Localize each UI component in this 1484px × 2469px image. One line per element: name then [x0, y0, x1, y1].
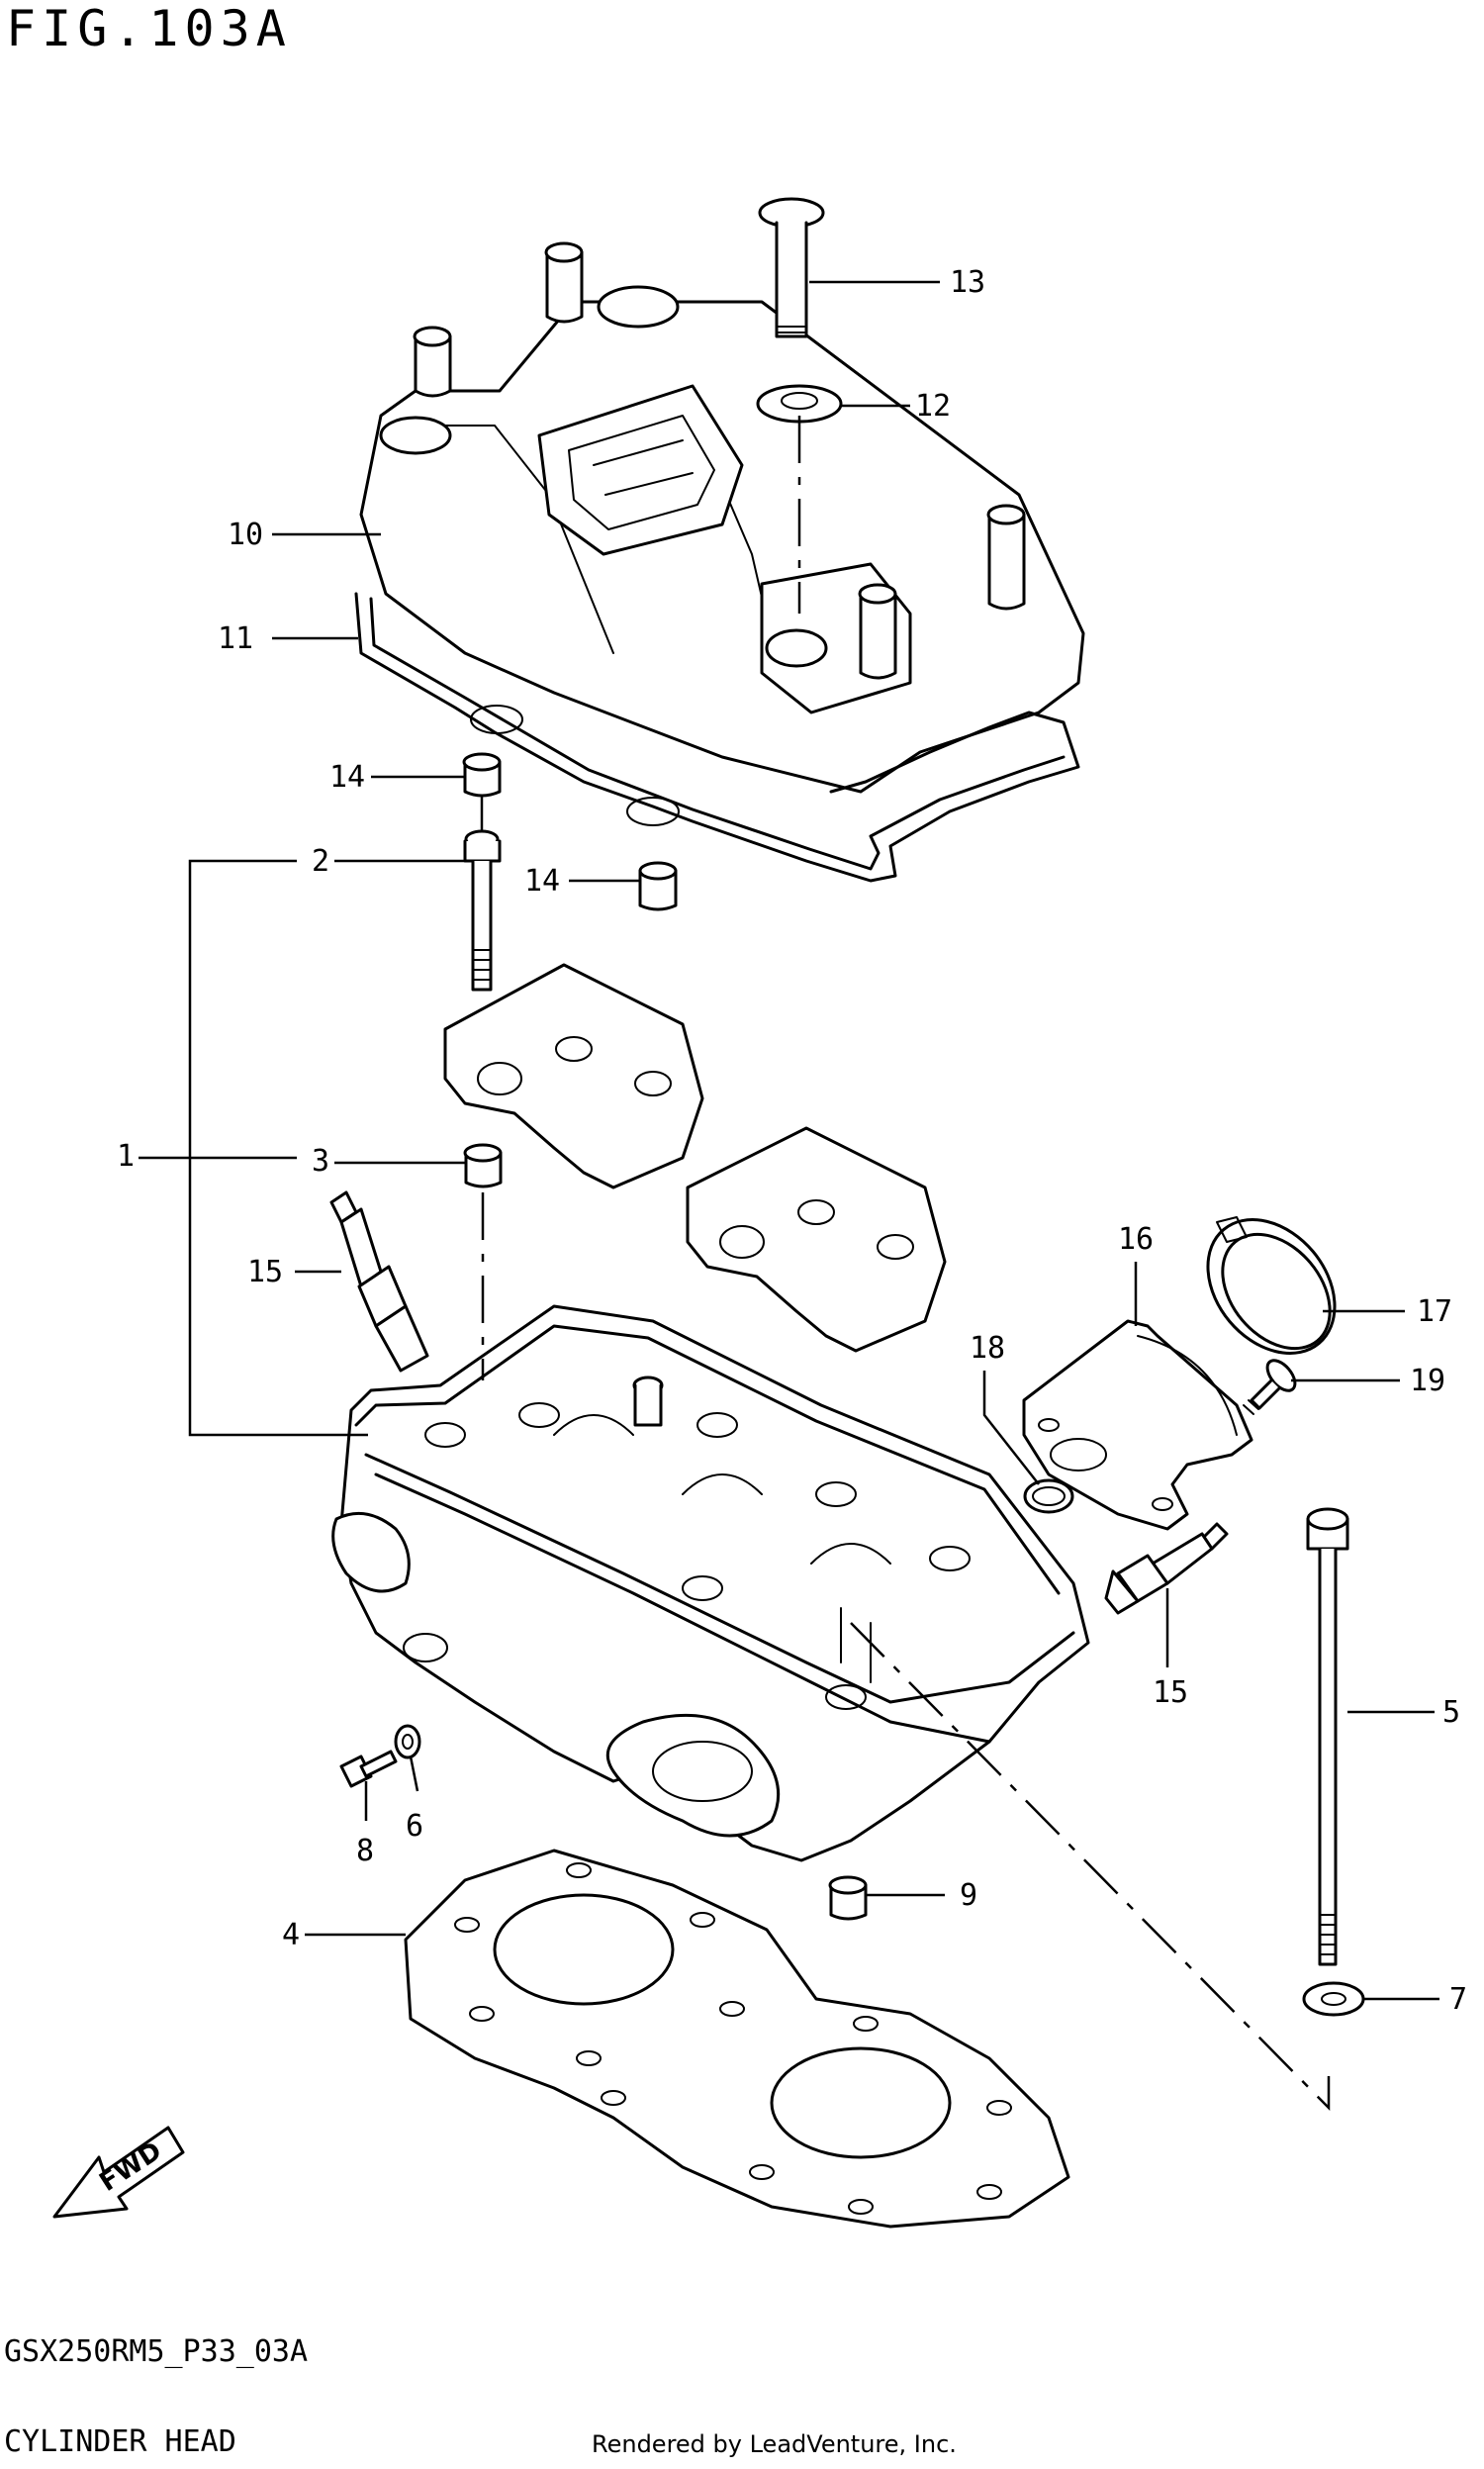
dowel-pin [463, 1143, 503, 1188]
small-bolt [339, 1750, 398, 1788]
cylinder-head [331, 1304, 1090, 1862]
washer [1302, 1981, 1365, 2017]
forward-direction-arrow: FWD [52, 2126, 185, 2219]
callout-2: 2 [312, 844, 329, 879]
hose-clamp [1206, 1216, 1337, 1355]
leader-lines [139, 280, 1439, 2112]
callout-7: 7 [1449, 1982, 1467, 2017]
long-bolt [1306, 1507, 1349, 1966]
callout-12: 12 [915, 389, 951, 424]
cover-bolt [758, 197, 825, 338]
washer [394, 1724, 421, 1759]
model-code: GSX250RM5_P33_03A [4, 2334, 309, 2369]
spark-plug [329, 1190, 429, 1373]
screw [1243, 1359, 1297, 1415]
callout-9: 9 [960, 1878, 977, 1913]
callout-5: 5 [1442, 1695, 1460, 1730]
callout-14-upper: 14 [329, 760, 365, 795]
callout-3: 3 [312, 1144, 329, 1179]
dowel-pin [638, 861, 678, 911]
callout-13: 13 [950, 265, 985, 300]
dowel-pin [828, 1875, 868, 1921]
section-name: CYLINDER HEAD [4, 2424, 236, 2459]
cylinder-head-gasket [404, 1849, 1070, 2229]
spark-plug [1104, 1522, 1229, 1615]
callout-14-lower: 14 [524, 864, 560, 899]
callout-19: 19 [1410, 1364, 1445, 1398]
callout-15-left: 15 [247, 1255, 283, 1289]
callout-labels: 1 2 3 4 5 6 7 8 9 10 11 12 13 14 14 15 1… [117, 265, 1467, 2017]
o-ring [1023, 1478, 1074, 1514]
callout-15-right: 15 [1153, 1675, 1188, 1710]
callout-8: 8 [356, 1834, 374, 1868]
head-cover-gasket [354, 592, 1080, 883]
callout-17: 17 [1417, 1294, 1452, 1329]
callout-6: 6 [406, 1809, 423, 1844]
callout-4: 4 [282, 1918, 300, 1952]
callout-16: 16 [1118, 1222, 1154, 1257]
camshaft-holder [443, 963, 704, 1189]
head-bolt [463, 829, 502, 992]
render-credit: Rendered by LeadVenture, Inc. [592, 2430, 957, 2458]
callout-10: 10 [228, 518, 263, 552]
camshaft-holder [686, 1126, 947, 1353]
figure-title: FIG.103A [6, 0, 292, 57]
callout-18: 18 [970, 1331, 1005, 1366]
dowel-pin [462, 752, 502, 798]
callout-1: 1 [117, 1139, 135, 1174]
callout-11: 11 [218, 621, 253, 656]
intake-pipe [1022, 1319, 1253, 1531]
cylinder-head-cover [359, 241, 1085, 794]
